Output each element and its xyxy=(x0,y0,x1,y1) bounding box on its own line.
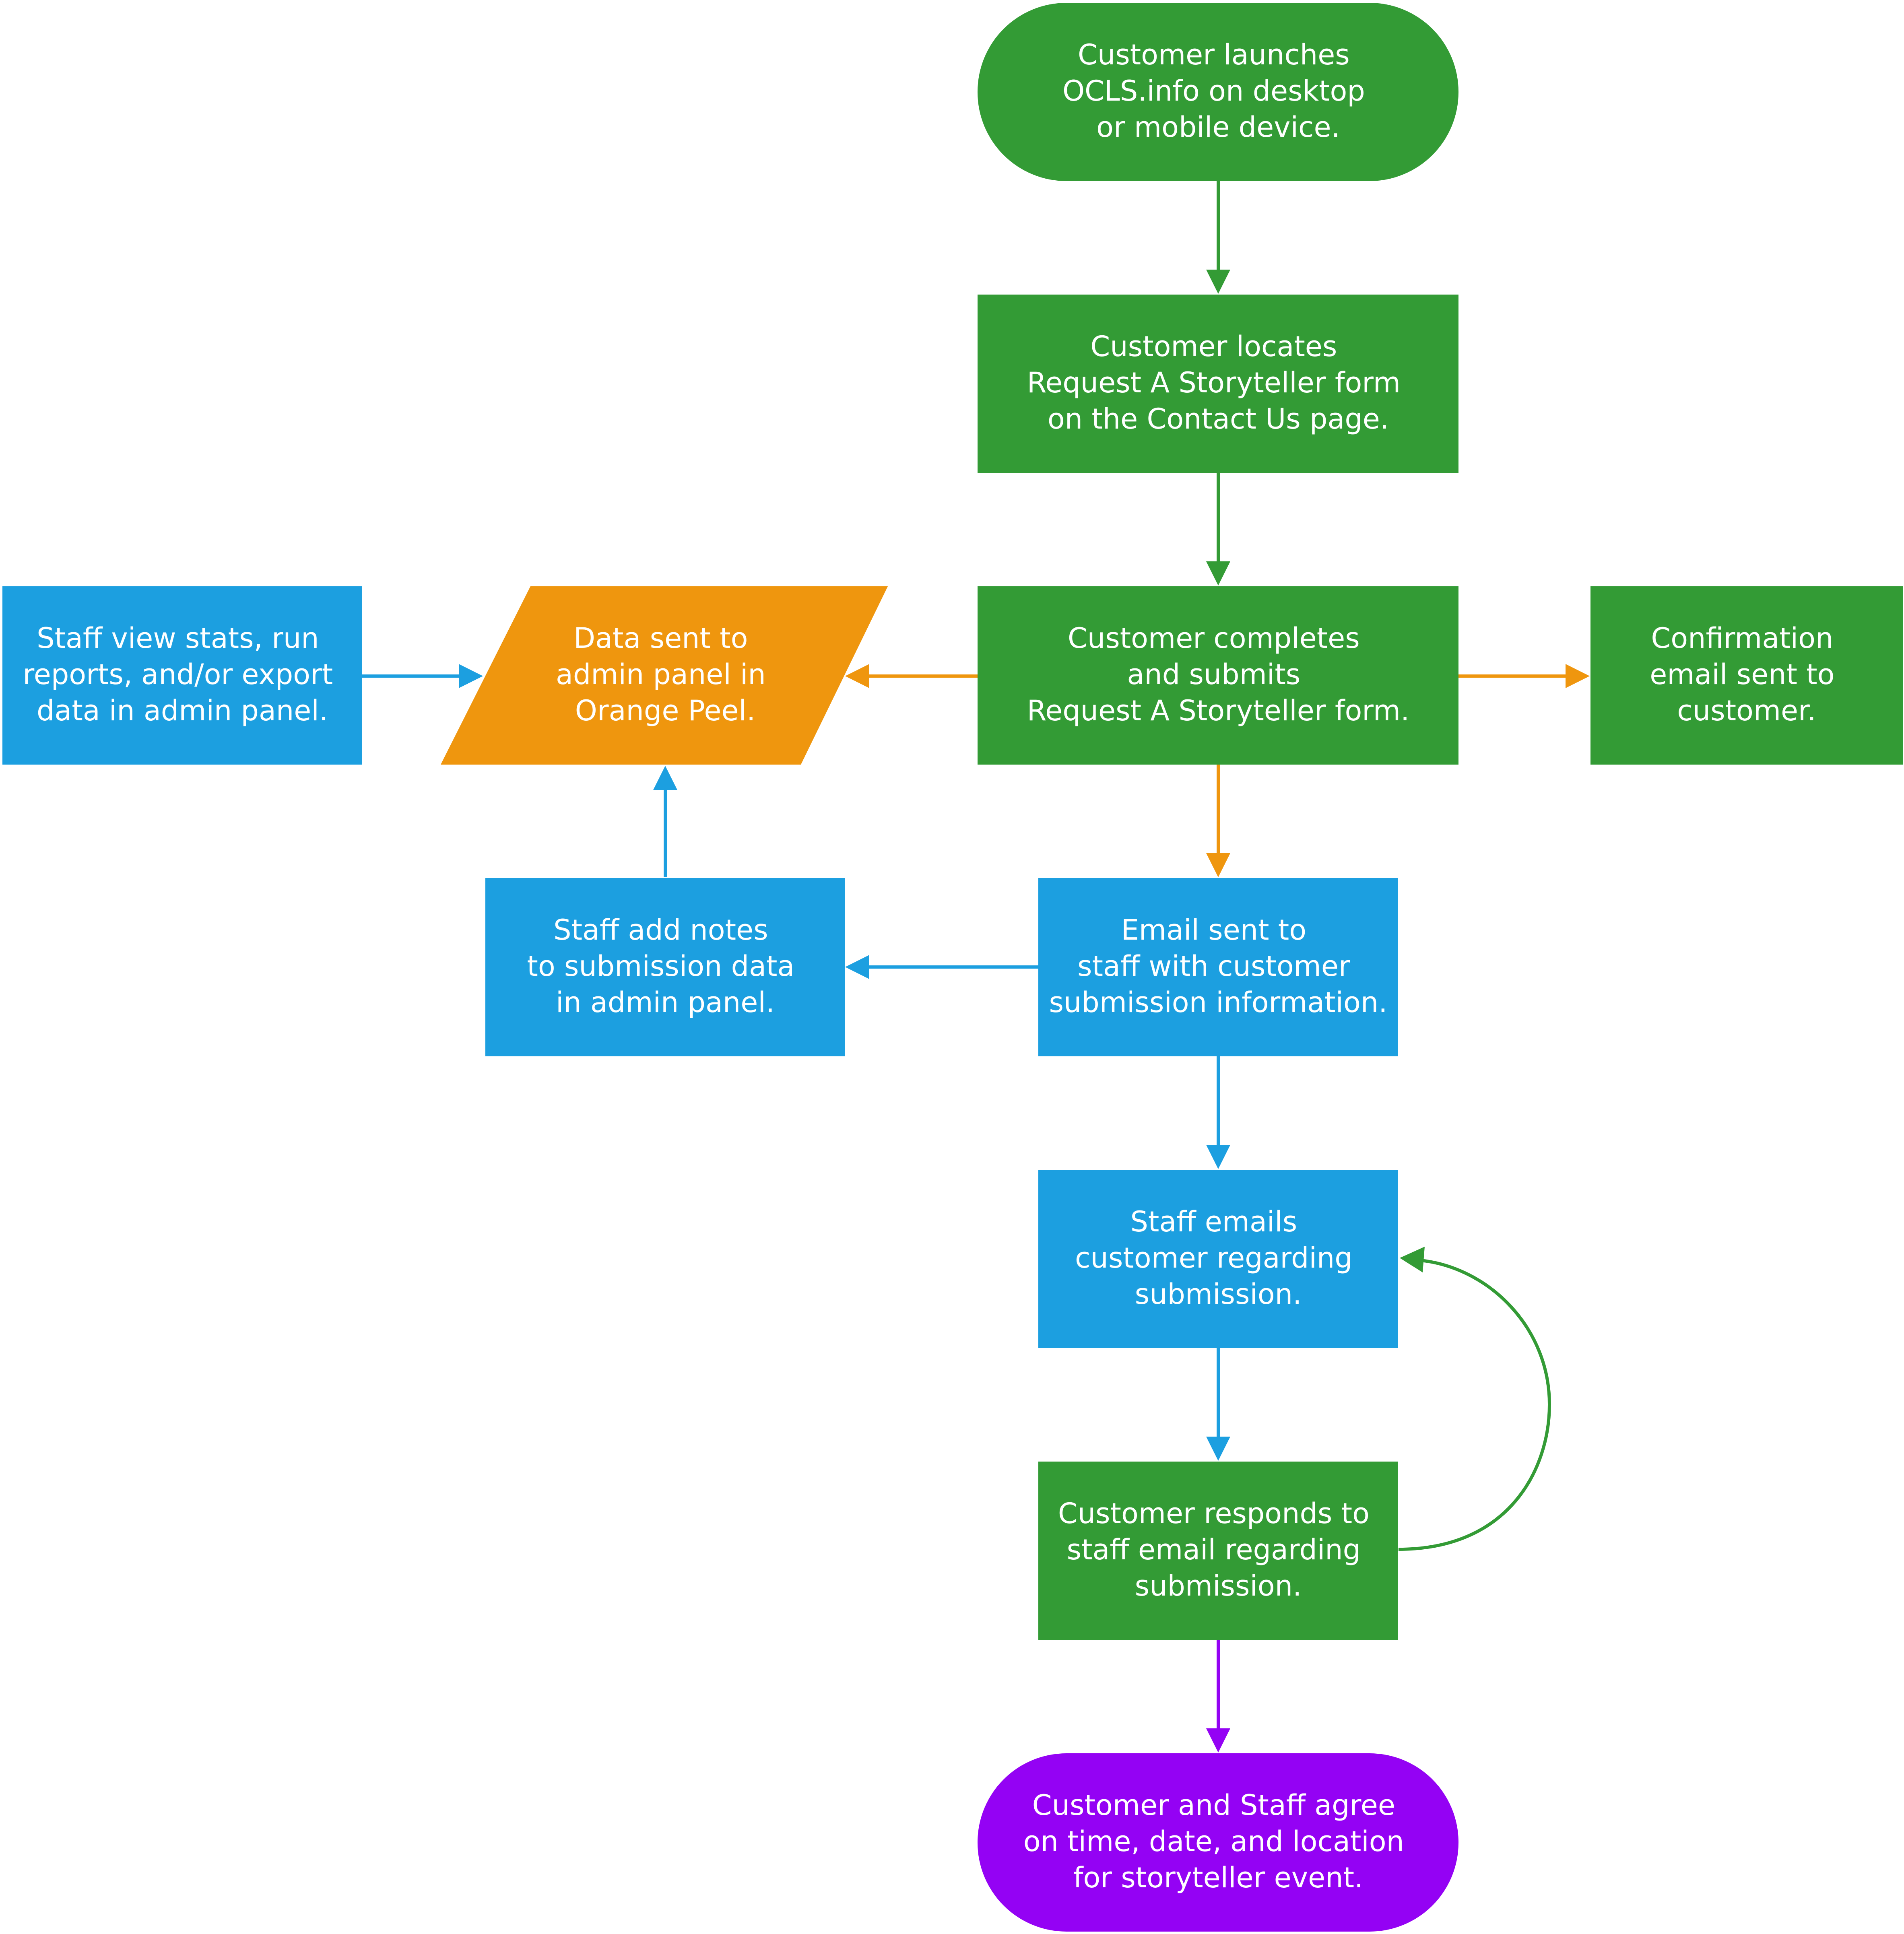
node-email-staff-line-1: Email sent to xyxy=(1121,913,1306,946)
svg-text:Staff view stats, run: Staff view stats, run reports, and/or ex… xyxy=(23,622,342,727)
node-complete-line-1: Customer completes xyxy=(1068,622,1360,655)
svg-text:Data sent to admin pan: Data sent to admin panel in Orange Peel. xyxy=(556,622,775,727)
process-shape xyxy=(1038,1170,1398,1348)
process-shape xyxy=(2,586,362,765)
node-staff-emails: Staff emails customer regarding submissi… xyxy=(1038,1170,1398,1348)
node-staff-notes-line-1: Staff add notes xyxy=(553,913,768,946)
svg-text:Customer and Staff agree: Customer and Staff agree on time, date, … xyxy=(1023,1789,1413,1894)
svg-text:Staff emails customer: Staff emails customer regarding submissi… xyxy=(1075,1205,1361,1311)
nodes: Customer launches OCLS.info on desktop o… xyxy=(2,3,1903,1932)
node-agree: Customer and Staff agree on time, date, … xyxy=(978,1753,1458,1932)
node-email-staff-line-3: submission information. xyxy=(1049,986,1388,1019)
node-launch-line-1: Customer launches xyxy=(1078,38,1350,71)
node-confirmation-line-1: Confirmation xyxy=(1651,622,1833,655)
arrowhead-staff-notes-to-data-sent xyxy=(653,766,677,790)
node-customer-responds-line-2: staff email regarding xyxy=(1067,1533,1361,1566)
arrowhead-customer-responds-loop xyxy=(1400,1247,1425,1272)
arrowhead-email-staff-to-staff-emails xyxy=(1206,1145,1230,1169)
arrowhead-complete-to-data-sent xyxy=(845,664,869,688)
node-staff-emails-line-1: Staff emails xyxy=(1130,1205,1297,1238)
node-customer-responds: Customer responds to staff email regardi… xyxy=(1038,1462,1398,1640)
node-staff-emails-line-2: customer regarding xyxy=(1075,1241,1353,1274)
terminal-shape xyxy=(978,1753,1458,1932)
node-agree-line-2: on time, date, and location xyxy=(1023,1825,1404,1858)
node-staff-view-line-1: Staff view stats, run xyxy=(37,622,319,655)
process-shape xyxy=(1038,878,1398,1056)
node-staff-emails-line-3: submission. xyxy=(1135,1278,1302,1311)
process-shape xyxy=(1590,586,1903,765)
node-complete-line-2: and submits xyxy=(1127,658,1300,691)
node-data-sent: Data sent to admin panel in Orange Peel. xyxy=(441,586,888,765)
node-locate-line-3: on the Contact Us page. xyxy=(1048,402,1389,435)
node-data-sent-line-3: Orange Peel. xyxy=(575,694,755,727)
arrowhead-launch-to-locate xyxy=(1206,270,1230,294)
node-locate-line-1: Customer locates xyxy=(1090,330,1337,363)
node-complete: Customer completes and submits Request A… xyxy=(978,586,1458,765)
node-complete-line-3: Request A Storyteller form. xyxy=(1027,694,1410,727)
node-launch-line-2: OCLS.info on desktop xyxy=(1062,74,1365,107)
arrowhead-complete-to-confirmation xyxy=(1566,664,1590,688)
node-staff-notes: Staff add notes to submission data in ad… xyxy=(485,878,845,1056)
node-customer-responds-line-1: Customer responds to xyxy=(1058,1497,1370,1530)
svg-text:Staff add notes to sub: Staff add notes to submission data in ad… xyxy=(527,913,803,1019)
process-shape xyxy=(485,878,845,1056)
node-staff-notes-line-3: in admin panel. xyxy=(556,986,775,1019)
svg-text:Email sent to staff wi: Email sent to staff with customer submis… xyxy=(1049,913,1388,1019)
process-shape xyxy=(978,586,1458,765)
node-confirmation-line-2: email sent to xyxy=(1650,658,1834,691)
node-data-sent-line-1: Data sent to xyxy=(573,622,748,655)
node-staff-notes-line-2: to submission data xyxy=(527,950,794,983)
svg-text:Customer launches OCLS: Customer launches OCLS.info on desktop o… xyxy=(1062,38,1374,144)
svg-text:Customer responds to s: Customer responds to staff email regardi… xyxy=(1058,1497,1378,1602)
process-shape xyxy=(1038,1462,1398,1640)
node-agree-line-3: for storyteller event. xyxy=(1073,1861,1364,1894)
svg-text:Customer locates Reque: Customer locates Request A Storyteller f… xyxy=(1027,330,1410,435)
arrowhead-email-staff-to-staff-notes xyxy=(845,955,869,979)
arrowhead-customer-responds-to-agree xyxy=(1206,1728,1230,1753)
node-staff-view-line-3: data in admin panel. xyxy=(37,694,328,727)
node-staff-view-line-2: reports, and/or export xyxy=(23,658,333,691)
node-agree-line-1: Customer and Staff agree xyxy=(1032,1789,1395,1822)
node-confirmation-line-3: customer. xyxy=(1677,694,1816,727)
node-locate: Customer locates Request A Storyteller f… xyxy=(978,295,1458,473)
arrowhead-locate-to-complete xyxy=(1206,561,1230,586)
node-launch: Customer launches OCLS.info on desktop o… xyxy=(978,3,1458,181)
node-locate-line-2: Request A Storyteller form xyxy=(1027,366,1401,399)
node-confirmation: Confirmation email sent to customer. xyxy=(1590,586,1903,765)
process-shape xyxy=(978,295,1458,473)
node-data-sent-line-2: admin panel in xyxy=(556,658,766,691)
svg-text:Customer completes and: Customer completes and submits Request A… xyxy=(1027,622,1410,727)
node-customer-responds-line-3: submission. xyxy=(1135,1569,1302,1602)
arrowhead-complete-to-email-staff xyxy=(1206,853,1230,877)
node-email-staff-line-2: staff with customer xyxy=(1077,950,1350,983)
arrowhead-staff-emails-to-customer-responds xyxy=(1206,1437,1230,1461)
svg-text:Confirmation email sen: Confirmation email sent to customer. xyxy=(1650,622,1843,727)
terminal-shape xyxy=(978,3,1458,181)
node-email-staff: Email sent to staff with customer submis… xyxy=(1038,878,1398,1056)
node-launch-line-3: or mobile device. xyxy=(1096,111,1340,144)
data-shape xyxy=(441,586,888,765)
arrow-customer-responds-loop xyxy=(1398,1259,1551,1551)
arrowhead-staff-view-to-data-sent xyxy=(459,664,483,688)
node-staff-view: Staff view stats, run reports, and/or ex… xyxy=(2,586,362,765)
connectors xyxy=(362,181,1590,1753)
